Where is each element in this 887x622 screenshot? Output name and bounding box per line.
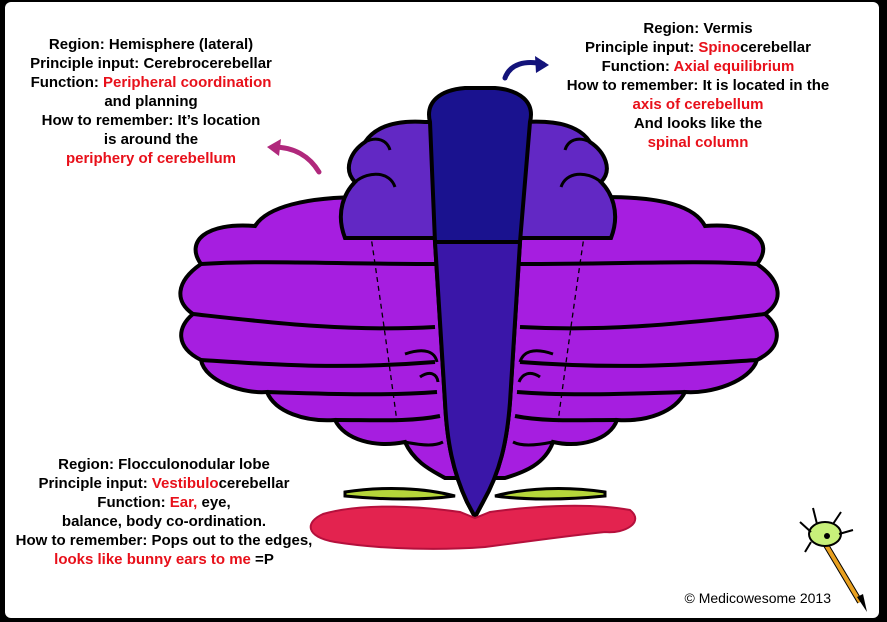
vermis-remember-highlight: axis of cerebellum [632, 96, 764, 113]
vermis-region: Region: Vermis [643, 20, 753, 37]
flocculo-function: Function: Ear, eye, [97, 494, 231, 511]
vermis-label: Region: Vermis Principle input: Spinocer… [553, 19, 843, 152]
vermis-remember: And looks like the [633, 115, 763, 132]
hemisphere-region: Region: Hemisphere (lateral) [48, 36, 254, 53]
hemisphere-remember: is around the [103, 131, 199, 148]
flocculo-function-cont: balance, body co-ordination. [61, 513, 267, 530]
flocculus-left [343, 487, 456, 501]
hemisphere-label: Region: Hemisphere (lateral) Principle i… [13, 35, 289, 168]
copyright-text: © Medicowesome 2013 [684, 590, 831, 606]
vermis-input: Principle input: Spinocerebellar [585, 39, 811, 56]
hemisphere-input: Principle input: Cerebrocerebellar [30, 55, 272, 72]
vermis-remember: How to remember: It is located in the [566, 77, 830, 94]
cerebellum-diagram [178, 56, 867, 612]
flocculus-right [494, 487, 607, 501]
hemisphere-remember: How to remember: It’s location [41, 112, 261, 129]
flocculonodular-label: Region: Flocculonodular lobe Principle i… [5, 455, 323, 569]
neuron-pencil-icon [799, 507, 867, 612]
flocculonodular-lobe [309, 504, 637, 550]
vermis-remember-highlight: spinal column [647, 134, 749, 151]
vermis-function: Function: Axial equilibrium [601, 58, 795, 75]
hemisphere-function: Function: Peripheral coordination [30, 74, 272, 91]
hemisphere-remember-highlight: periphery of cerebellum [65, 150, 237, 167]
flocculo-region: Region: Flocculonodular lobe [58, 456, 270, 473]
hemisphere-function-cont: and planning [104, 93, 198, 110]
flocculo-input: Principle input: Vestibulocerebellar [38, 475, 290, 492]
diagram-canvas: Region: Hemisphere (lateral) Principle i… [5, 2, 879, 618]
flocculo-remember-highlight: looks like bunny ears to me =P [54, 551, 274, 568]
flocculo-remember: How to remember: Pops out to the edges, [15, 532, 313, 549]
